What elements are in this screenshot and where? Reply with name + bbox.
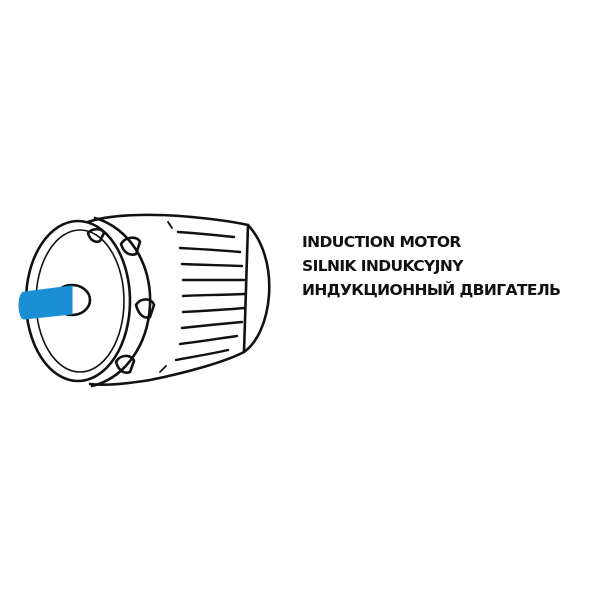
motor-shaft-tip [18, 291, 30, 320]
motor-vent-slot [114, 354, 136, 374]
motor-vent-slot [119, 236, 142, 256]
motor-cooling-fins [174, 230, 246, 362]
motor-labels: INDUCTION MOTOR SILNIK INDUKCYJNY ИНДУКЦ… [302, 230, 592, 302]
label-russian: ИНДУКЦИОННЫЙ ДВИГАТЕЛЬ [302, 281, 561, 299]
motor-vent-slot [86, 227, 106, 244]
label-english: INDUCTION MOTOR [302, 233, 461, 251]
motor-vent-slot [134, 298, 156, 319]
label-polish: SILNIK INDUKCYJNY [302, 257, 463, 275]
motor-fin-detail [159, 221, 173, 373]
motor-housing [86, 213, 250, 387]
motor-rear-cap [242, 223, 271, 354]
motor-shaft [23, 285, 73, 320]
motor-front-rim [90, 216, 152, 388]
